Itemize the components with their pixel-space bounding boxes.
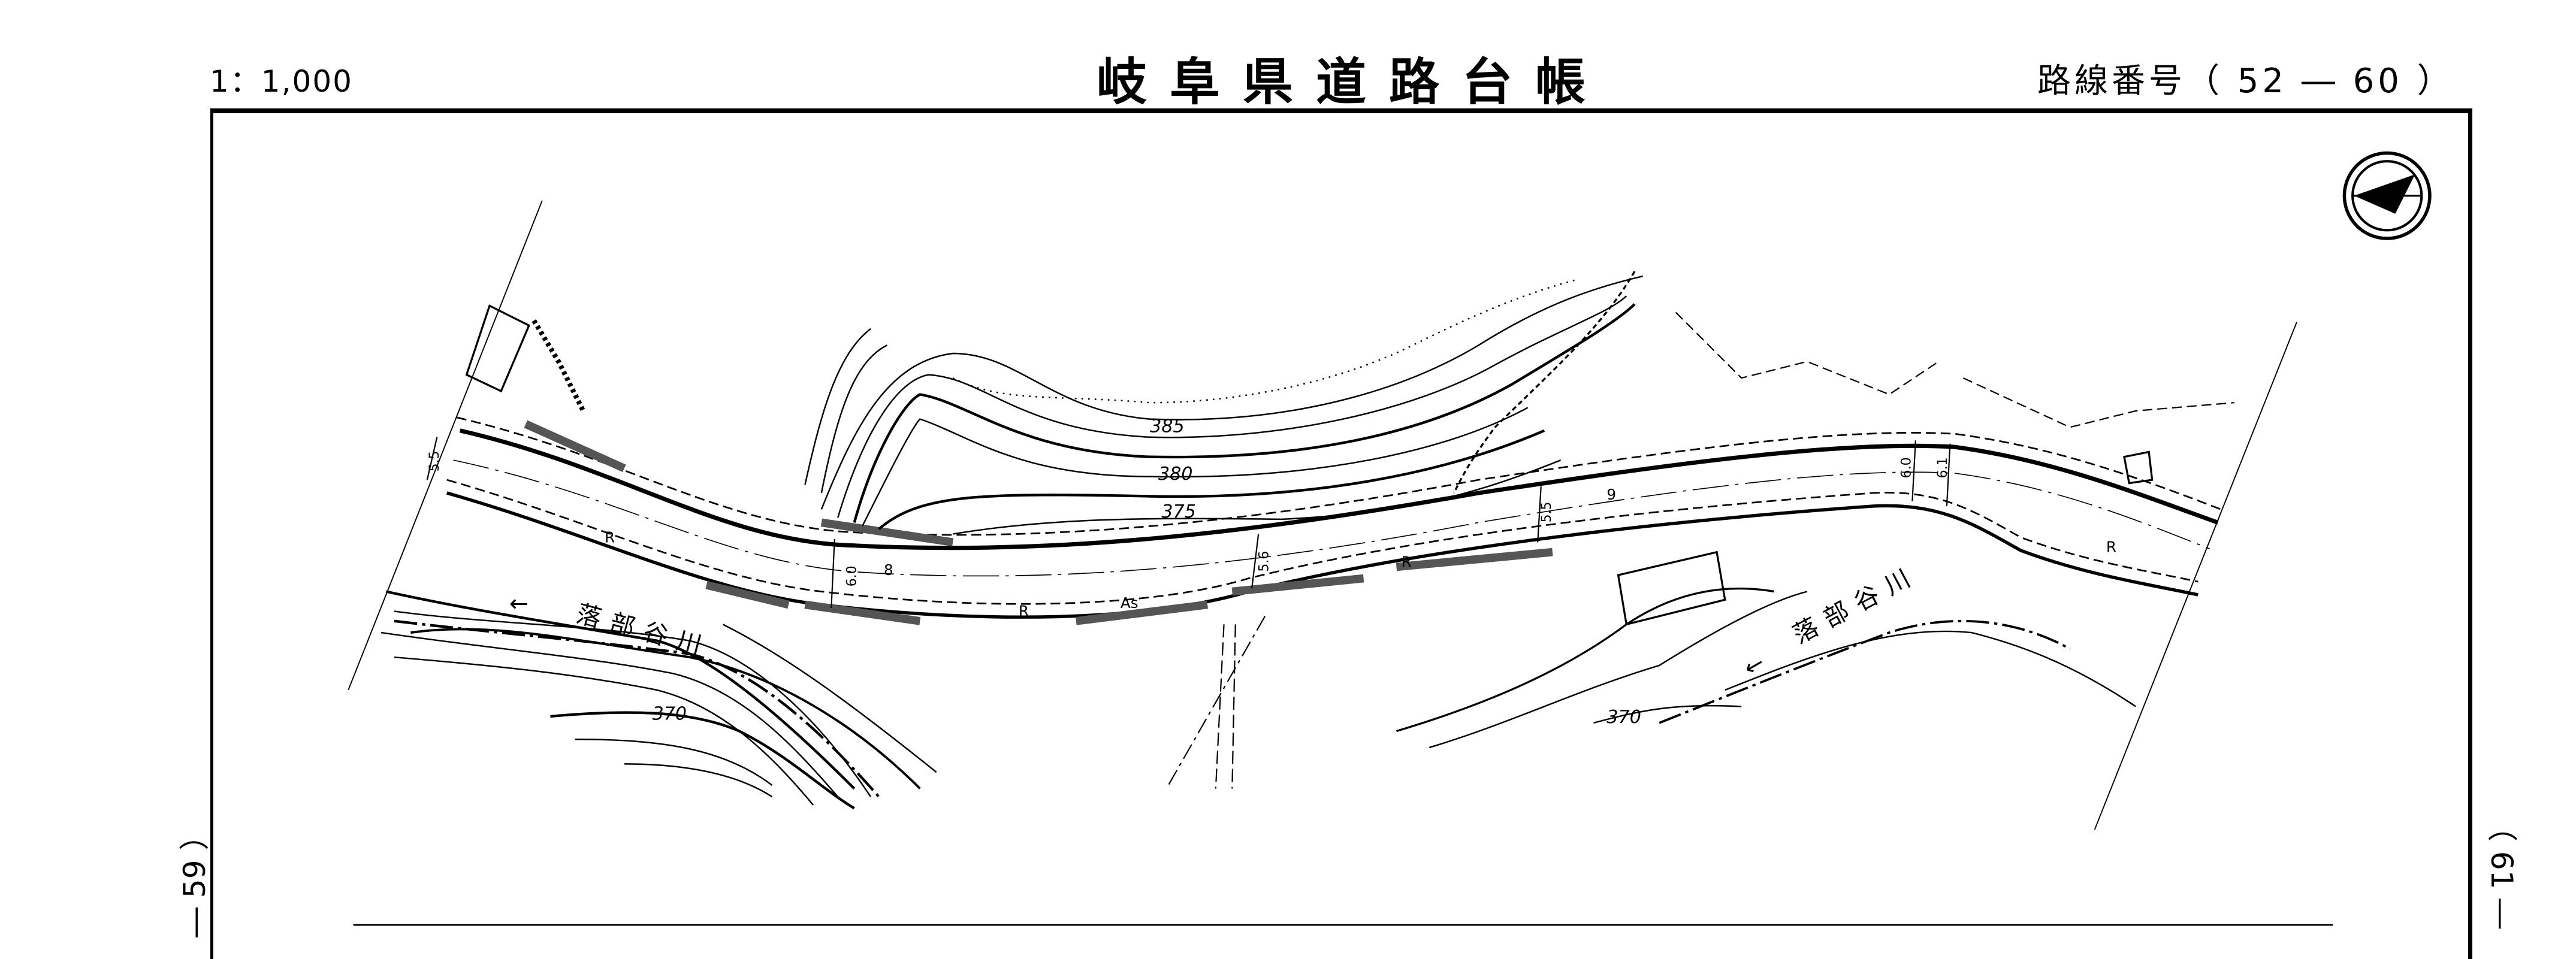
width-label: 6.0 (844, 565, 859, 586)
contour-label-380: 380 (1158, 464, 1193, 485)
station-label-9: 9 (1606, 486, 1616, 503)
station-label-8: 8 (884, 561, 893, 579)
river-name-west: 落部谷川 (573, 599, 714, 662)
width-label: 6.1 (1935, 457, 1950, 478)
building-west (465, 304, 530, 393)
building-center (1617, 550, 1726, 626)
route-number: 路線番号（ 52 ― 60 ） (2037, 62, 2454, 101)
surface-label: As (1121, 594, 1138, 612)
contours-south (380, 587, 2136, 810)
embankment-label: R (1019, 603, 1029, 620)
river-name-east: 落部谷川 (1788, 559, 1923, 649)
contour-label-370-east: 370 (1606, 707, 1641, 728)
contours-north (804, 275, 1643, 535)
width-label: 5.6 (1257, 551, 1272, 572)
building-east (2123, 450, 2154, 485)
page-title: 岐阜県道路台帳 (1097, 53, 1609, 111)
width-label: 5.5 (1539, 501, 1554, 522)
embankment-label: R (1402, 553, 1412, 570)
contour-label-370-west: 370 (652, 703, 687, 724)
road (426, 416, 2222, 625)
flow-arrow-east-icon: ← (1739, 649, 1769, 682)
contour-label-375: 375 (1161, 501, 1196, 522)
embankment-label: R (605, 528, 615, 546)
map-frame (210, 108, 2472, 959)
width-label: 5.5 (427, 450, 442, 471)
buildings (465, 271, 2234, 789)
embankment-label: R (2106, 539, 2116, 556)
width-label: 6.0 (1899, 457, 1914, 478)
sheet-boundary-west (348, 200, 543, 691)
flow-arrow-west-icon: ← (509, 590, 529, 617)
map-scale: 1：1,000 (210, 64, 353, 99)
contour-label-385: 385 (1150, 416, 1185, 437)
north-arrow-icon (2342, 151, 2432, 240)
sheet-boundary-east (2094, 322, 2297, 830)
